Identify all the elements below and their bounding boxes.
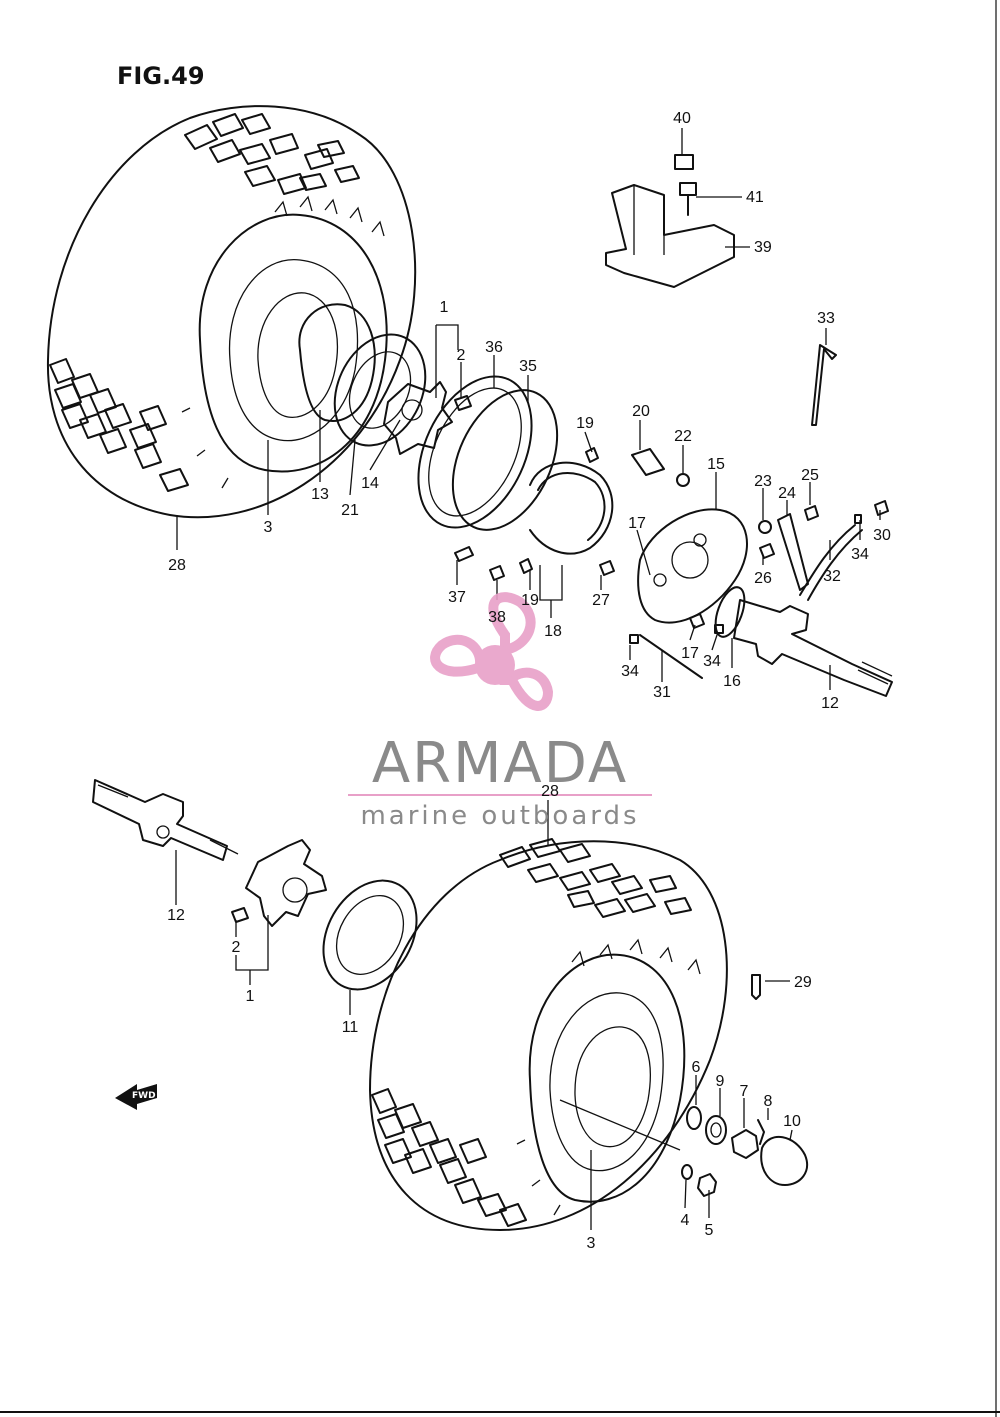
callout-20: 20: [632, 403, 650, 420]
watermark-brand: ARMADA: [372, 731, 628, 796]
callout-15: 15: [707, 456, 725, 473]
callout-1-upper: 1: [440, 299, 449, 316]
callout-29: 29: [794, 974, 812, 991]
callout-11: 11: [342, 1019, 359, 1036]
callout-26: 26: [754, 570, 772, 587]
callout-37: 37: [448, 589, 466, 606]
callout-34-left: 34: [621, 663, 639, 680]
watermark-tagline: marine outboards: [360, 801, 639, 831]
callout-23: 23: [754, 473, 772, 490]
callout-8: 8: [764, 1093, 773, 1110]
callout-18: 18: [544, 623, 562, 640]
callout-10: 10: [783, 1113, 801, 1130]
callout-34-center: 34: [703, 653, 721, 670]
callout-12-upper: 12: [821, 695, 839, 712]
propeller-logo-icon: [430, 592, 554, 711]
callout-6: 6: [692, 1059, 701, 1076]
armada-watermark: ARMADA marine outboards: [348, 592, 652, 831]
callout-12-lower: 12: [167, 907, 185, 924]
callout-4: 4: [681, 1212, 690, 1229]
callout-34-right: 34: [851, 546, 869, 563]
callout-2-upper: 2: [457, 347, 466, 364]
callout-39: 39: [754, 239, 772, 256]
callout-40: 40: [673, 110, 691, 127]
upper-tire: [46, 105, 417, 519]
callout-2-lower: 2: [232, 939, 241, 956]
callout-36: 36: [485, 339, 503, 356]
callout-33: 33: [817, 310, 835, 327]
upper-hub-assembly: [298, 154, 893, 697]
callout-28-upper: 28: [168, 557, 186, 574]
callout-27: 27: [592, 592, 610, 609]
callout-17-lower: 17: [681, 645, 699, 662]
callout-28-lower: 28: [541, 783, 559, 800]
callout-30: 30: [873, 527, 891, 544]
callout-22: 22: [674, 428, 692, 445]
leader-lines: [175, 128, 881, 1230]
callout-24: 24: [778, 485, 796, 502]
figure-title: FIG.49: [117, 62, 205, 90]
callout-numbers: 40 41 39 33 1 2 36 35 19 20 22 15 23 24 …: [167, 110, 891, 1252]
callout-41: 41: [746, 189, 764, 206]
callout-25: 25: [801, 467, 819, 484]
callout-38: 38: [488, 609, 506, 626]
callout-5: 5: [705, 1222, 714, 1239]
callout-13: 13: [311, 486, 329, 503]
callout-17-upper: 17: [628, 515, 646, 532]
lower-assembly: FWD: [92, 779, 808, 1231]
callout-14: 14: [361, 475, 379, 492]
callout-1-lower: 1: [246, 988, 255, 1005]
callout-19-lower: 19: [521, 592, 539, 609]
callout-31: 31: [653, 684, 671, 701]
callout-3-lower: 3: [587, 1235, 596, 1252]
fwd-label: FWD: [132, 1091, 156, 1101]
callout-16: 16: [723, 673, 741, 690]
callout-3-upper: 3: [264, 519, 273, 536]
callout-35: 35: [519, 358, 537, 375]
callout-21: 21: [341, 502, 359, 519]
callout-32: 32: [823, 568, 841, 585]
callout-7: 7: [740, 1083, 749, 1100]
callout-19-upper: 19: [576, 415, 594, 432]
fwd-direction-badge: FWD: [115, 1084, 157, 1110]
callout-9: 9: [716, 1073, 725, 1090]
